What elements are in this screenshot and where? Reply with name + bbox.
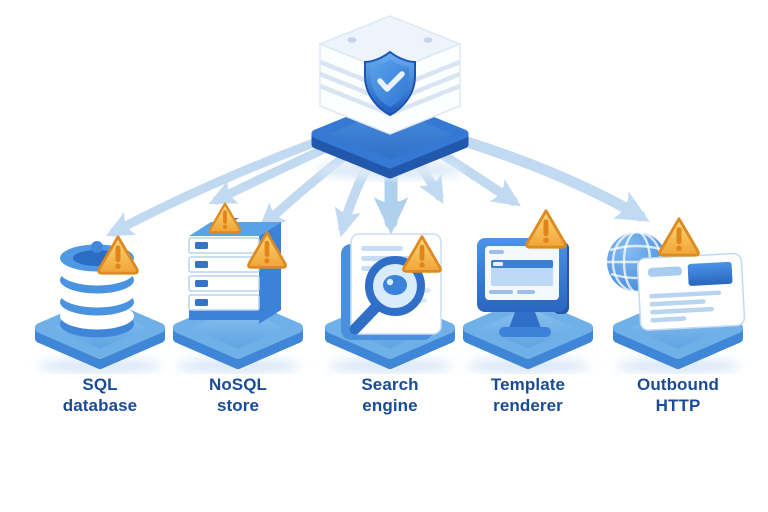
nosql-store-icon <box>173 201 303 374</box>
search-engine-icon <box>325 233 455 374</box>
outbound-http-icon <box>607 198 746 374</box>
node-label-nosql-store: NoSQL store <box>208 375 268 416</box>
hub-server-shield-icon <box>311 15 469 179</box>
template-renderer-icon <box>463 198 593 374</box>
node-label-sql-database: SQL database <box>62 375 138 416</box>
monitor <box>477 238 569 337</box>
document-with-magnifier <box>341 233 442 340</box>
node-label-search-engine: Search engine <box>361 375 419 416</box>
webpage-card <box>636 252 746 331</box>
node-label-template-renderer: Template renderer <box>490 375 566 416</box>
warning-icon <box>660 219 699 255</box>
shield-check-icon <box>364 50 416 117</box>
warning-icon <box>527 211 566 247</box>
node-label-outbound-http: Outbound HTTP <box>637 375 719 416</box>
sql-database-icon <box>35 198 165 374</box>
